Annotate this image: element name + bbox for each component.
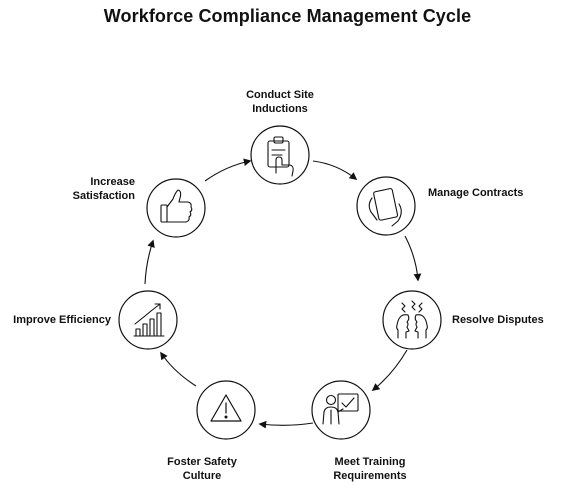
- conflict-heads-icon: [396, 300, 428, 339]
- stage-label-2: Manage Contracts: [428, 187, 524, 199]
- stage-label-4: Meet Training Requirements: [333, 456, 407, 482]
- arrow-2-to-3: [404, 235, 422, 282]
- arrow-5-to-6: [160, 351, 197, 387]
- arrow-7-to-1: [204, 158, 252, 182]
- stage-node-1: [250, 125, 310, 185]
- stage-node-5: [196, 380, 256, 440]
- clipboard-hand-icon: [267, 136, 294, 177]
- stage-label-3: Resolve Disputes: [452, 314, 544, 326]
- arrow-6-to-7: [144, 239, 155, 285]
- stage-label-5: Foster Safety Culture: [167, 456, 237, 482]
- arrow-4-to-5: [258, 420, 314, 429]
- stage-node-2: [356, 176, 416, 236]
- diagram-title: Workforce Compliance Management Cycle: [103, 6, 472, 26]
- stage-label-6: Improve Efficiency: [13, 314, 111, 326]
- arrow-3-to-4: [371, 349, 408, 391]
- stage-node-4: [311, 380, 371, 440]
- stage-node-6: [118, 290, 178, 350]
- cycle-arrows: [144, 158, 422, 429]
- thumbs-up-icon: [160, 189, 193, 223]
- stage-label-7: Increase Satisfaction: [72, 176, 135, 202]
- growth-chart-icon: [133, 303, 165, 337]
- stage-node-3: [382, 290, 442, 350]
- trainer-board-icon: [322, 393, 359, 425]
- stage-node-7: [146, 178, 206, 238]
- tablet-hand-icon: [368, 188, 402, 227]
- warning-triangle-icon: [210, 394, 242, 422]
- stage-label-1: Conduct Site Inductions: [246, 89, 314, 115]
- arrow-1-to-2: [312, 160, 358, 180]
